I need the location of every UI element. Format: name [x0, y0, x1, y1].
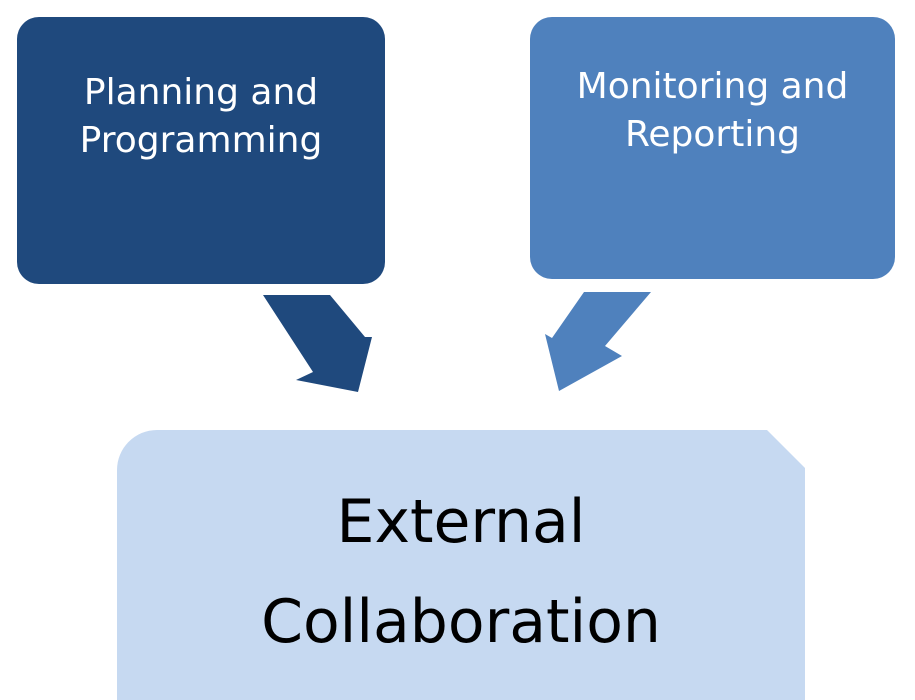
node-monitoring-and-reporting: Monitoring and Reporting: [530, 17, 895, 279]
node-external-line-2: Collaboration: [261, 587, 661, 657]
node-monitoring-label: Monitoring and Reporting: [577, 63, 849, 159]
arrow-monitoring-to-external: [545, 292, 651, 391]
arrow-planning-to-external: [263, 295, 372, 392]
node-external-collaboration: External Collaboration: [117, 430, 805, 700]
node-monitoring-line-1: Monitoring and: [576, 66, 849, 107]
node-planning-line-2: Programming: [79, 119, 323, 161]
node-planning-and-programming: Planning and Programming: [17, 17, 385, 284]
node-external-line-1: External: [336, 487, 586, 557]
node-planning-label: Planning and Programming: [80, 69, 323, 165]
node-planning-line-1: Planning and: [83, 71, 319, 113]
node-external-label: External Collaboration: [261, 472, 661, 672]
node-monitoring-line-2: Reporting: [624, 114, 800, 155]
